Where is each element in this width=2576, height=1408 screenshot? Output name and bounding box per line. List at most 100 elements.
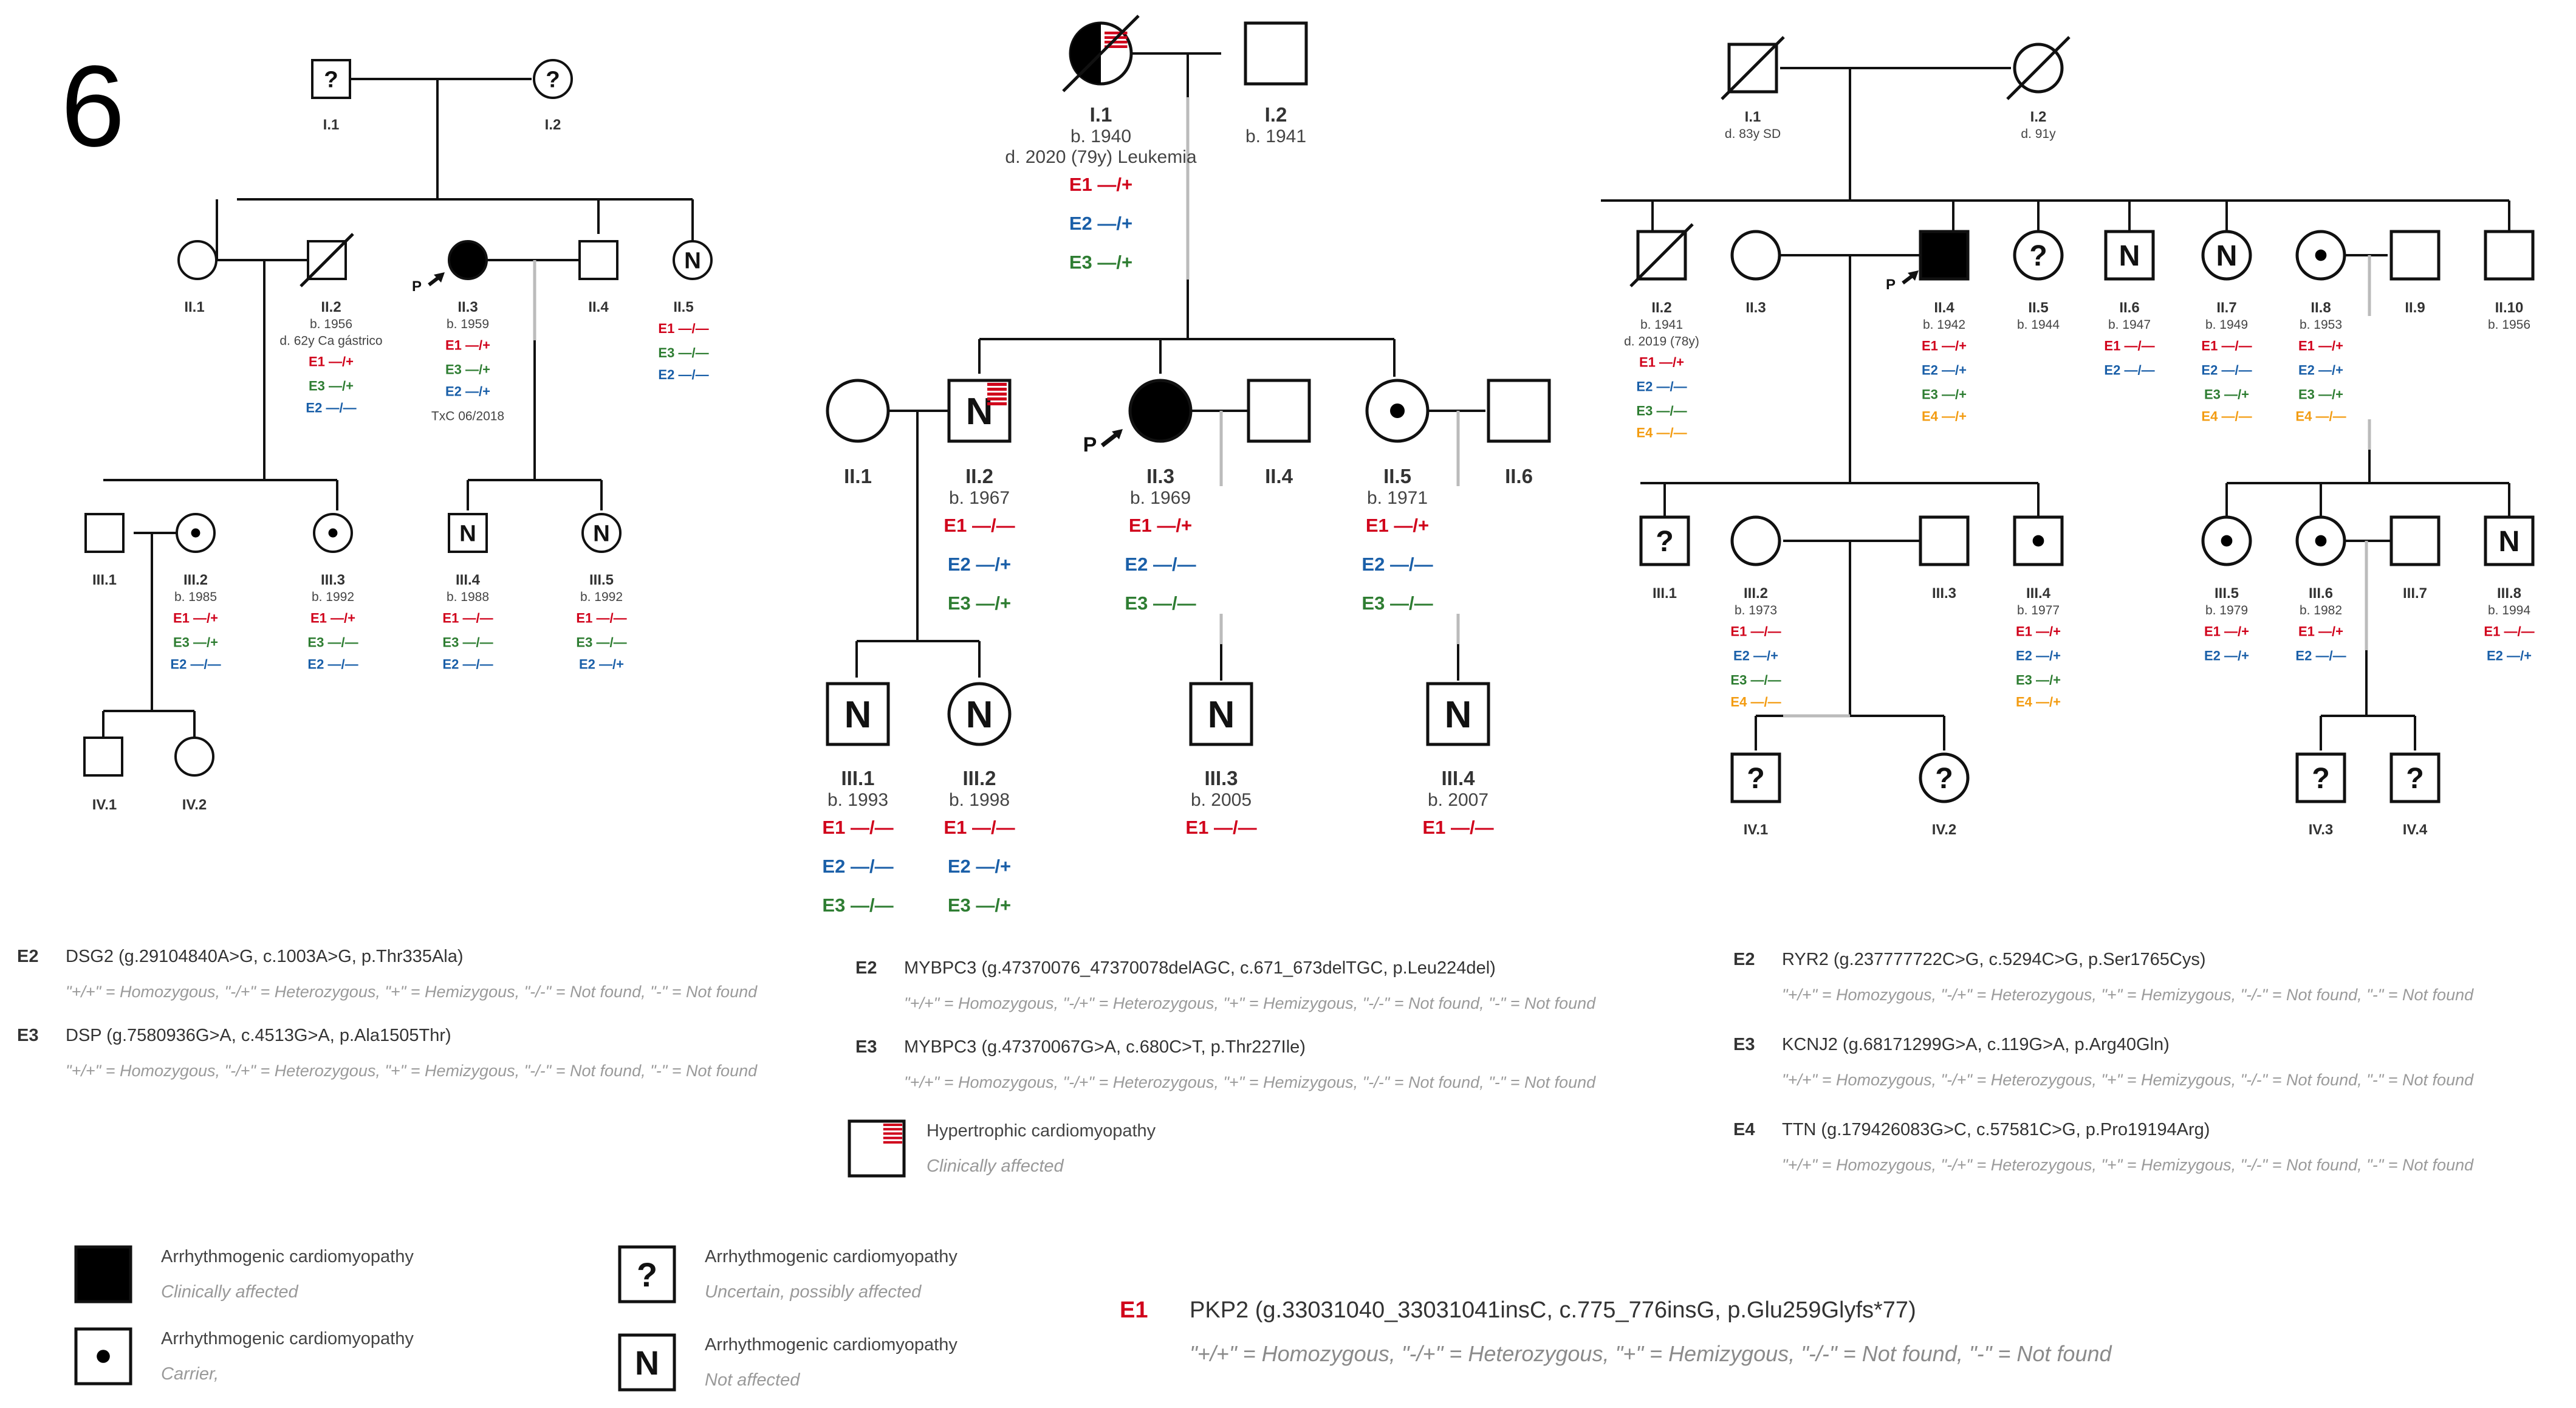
generation-label: III.2	[183, 572, 208, 588]
not-affected-mark: N	[2216, 239, 2238, 272]
male-symbol	[1244, 21, 1308, 86]
genotype-e2: E2 —/+	[2204, 648, 2249, 663]
generation-label: III.6	[2309, 585, 2333, 602]
individual-f3-III-2	[1730, 515, 1781, 566]
individual-info: b. 1941	[1245, 126, 1306, 146]
individual-f1-IV-1	[83, 737, 123, 777]
individual-f3-III-8: N	[2484, 515, 2535, 566]
generation-label: III.3	[1932, 585, 1956, 602]
individual-f3-III-7	[2389, 515, 2441, 566]
generation-label: III.1	[1653, 585, 1677, 602]
individual-f3-IV-2: ?	[1919, 752, 1970, 803]
variant-f3-note: "+/+" = Homozygous, "-/+" = Heterozygous…	[1782, 1156, 2474, 1174]
variant-f2-text: MYBPC3 (g.47370067G>A, c.680C>T, p.Thr22…	[904, 1037, 1306, 1057]
individual-f1-II-1	[177, 240, 218, 280]
individual-f1-III-4: N	[448, 513, 488, 553]
legend-subtitle: Not affected	[705, 1370, 800, 1390]
generation-label: IV.3	[2309, 822, 2334, 838]
generation-label: II.10	[2495, 300, 2524, 316]
genotype-e1: E1 —/+	[2298, 338, 2343, 353]
generation-label: III.4	[1441, 767, 1475, 789]
genotype-e3: E3 —/+	[948, 592, 1011, 614]
generation-label: II.5	[673, 299, 693, 315]
female-symbol	[174, 737, 214, 777]
generation-label: IV.1	[1744, 822, 1769, 838]
deceased-slash	[300, 233, 354, 287]
male-symbol	[578, 240, 618, 280]
male-symbol	[1189, 682, 1253, 746]
individual-f1-I-1: ?	[311, 59, 351, 99]
individual-info: b. 1956	[310, 317, 352, 331]
individual-f1-II-3	[448, 240, 488, 280]
variant-f2-note: "+/+" = Homozygous, "-/+" = Heterozygous…	[904, 994, 1596, 1012]
variant-f3-code: E3	[1733, 1035, 1755, 1054]
hcm-stripes-ii2	[987, 383, 1007, 405]
genotype-e2: E2 —/+	[1069, 213, 1132, 234]
individual-f3-III-3	[1919, 515, 1970, 566]
individual-f2-II-4	[1247, 379, 1311, 443]
male-symbol	[2104, 230, 2155, 281]
individual-info: d. 62y Ca gástrico	[279, 334, 382, 348]
individual-legend-acm_carrier	[74, 1327, 132, 1386]
individual-f2-II-5	[1365, 379, 1430, 443]
individual-f2-III-2: N	[947, 682, 1012, 746]
individual-f1-III-2	[176, 513, 216, 553]
genotype-e1: E1 —/+	[1639, 355, 1684, 370]
individual-f3-I-1	[1721, 36, 1785, 100]
individual-f1-III-5: N	[581, 513, 622, 553]
legend-subtitle: Clinically affected	[927, 1156, 1064, 1176]
individual-f3-II-8	[2295, 230, 2346, 281]
genotype-e2: E2 —/+	[2487, 648, 2532, 663]
variant-f3-text: KCNJ2 (g.68171299G>A, c.119G>A, p.Arg40G…	[1782, 1035, 2170, 1054]
variant-f1-text: DSG2 (g.29104840A>G, c.1003A>G, p.Thr335…	[66, 947, 464, 966]
genotype-e4: E4 —/—	[2295, 408, 2346, 424]
carrier-dot	[2315, 249, 2327, 261]
individual-info: b. 1953	[2300, 318, 2342, 332]
generation-label: I.2	[545, 117, 561, 133]
individual-info: b. 1959	[447, 317, 489, 331]
legend-title: Arrhythmogenic cardiomyopathy	[705, 1247, 957, 1266]
male-symbol	[2295, 752, 2346, 803]
legend-subtitle: Clinically affected	[161, 1282, 299, 1302]
genotype-e3: E3 —/—	[442, 634, 493, 650]
genotype-e2: E2 —/—	[658, 367, 708, 382]
male-symbol	[83, 737, 123, 777]
individual-f2-II-6	[1487, 379, 1551, 443]
genotype-e3: E3 —/+	[2016, 672, 2061, 687]
individual-f2-II-3	[1128, 379, 1193, 443]
genotype-e1: E1 —/—	[658, 321, 708, 336]
hcm-stripe	[987, 397, 1007, 400]
genotype-e1: E1 —/+	[2204, 623, 2249, 639]
individual-note: TxC 06/2018	[431, 409, 504, 423]
genotype-e1: E1 —/—	[2201, 338, 2252, 353]
hcm-stripe	[987, 402, 1007, 405]
carrier-dot	[2032, 535, 2044, 547]
individual-info: b. 1973	[1735, 603, 1777, 617]
variant-f1-note: "+/+" = Homozygous, "-/+" = Heterozygous…	[66, 983, 758, 1001]
uncertain-mark: ?	[2406, 762, 2424, 795]
individual-f2-I-2	[1244, 21, 1308, 86]
genotype-e2: E2 —/+	[579, 656, 624, 671]
carrier-dot	[328, 528, 338, 538]
proband-marker: P	[1886, 270, 1919, 293]
female-symbol	[826, 379, 890, 443]
individual-f3-II-4	[1919, 230, 1970, 281]
genotype-e1: E1 —/+	[445, 337, 490, 352]
generation-label: II.7	[2216, 300, 2236, 316]
uncertain-mark: ?	[1656, 525, 1674, 558]
variant-f3-text: TTN (g.179426083G>C, c.57581C>G, p.Pro19…	[1782, 1120, 2210, 1139]
female-symbol	[177, 240, 218, 280]
not-affected-mark: N	[966, 694, 993, 736]
genotype-e2: E2 —/—	[2104, 362, 2154, 377]
genotype-e3: E3 —/—	[307, 634, 358, 650]
genotype-e3: E3 —/—	[1730, 672, 1781, 687]
generation-label: II.8	[2311, 300, 2331, 316]
variant-f1-note: "+/+" = Homozygous, "-/+" = Heterozygous…	[66, 1062, 758, 1080]
uncertain-mark: ?	[637, 1255, 657, 1294]
carrier-dot	[2315, 535, 2327, 547]
male-symbol	[618, 1245, 676, 1303]
genotype-e1: E1 —/—	[944, 515, 1015, 536]
genotype-e1: E1 —/—	[2104, 338, 2154, 353]
genotype-e1: E1 —/+	[2298, 623, 2343, 639]
male-symbol	[618, 1333, 676, 1392]
